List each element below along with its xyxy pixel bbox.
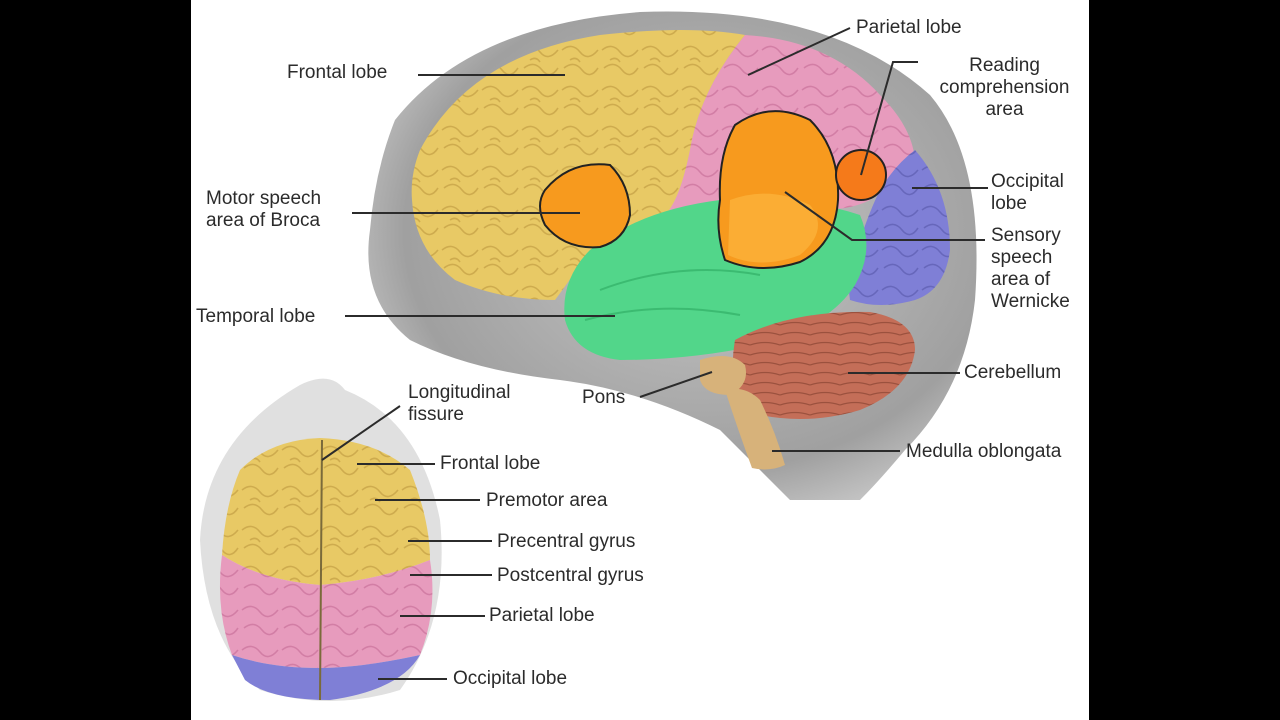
- label-broca-line-1: Motor speech: [206, 188, 322, 209]
- label-broca-area: Motor speech area of Broca: [206, 188, 321, 232]
- label-frontal-lobe: Frontal lobe: [287, 62, 388, 83]
- label-wernicke-line-1: Sensory: [991, 225, 1061, 246]
- label-precentral-gyrus: Precentral gyrus: [497, 531, 636, 552]
- label-wernicke-line-4: Wernicke: [991, 291, 1070, 312]
- label-parietal-lobe: Parietal lobe: [856, 17, 962, 38]
- broca-area-region: [539, 163, 632, 249]
- medulla-region: [725, 388, 785, 470]
- label-wernicke-area: Sensory speech area of Wernicke: [991, 225, 1070, 313]
- label-premotor-area: Premotor area: [486, 490, 608, 511]
- label-temporal-lobe: Temporal lobe: [196, 306, 316, 327]
- label-reading-line-1: Reading: [969, 55, 1040, 76]
- label-top-frontal-lobe: Frontal lobe: [440, 453, 541, 474]
- label-longitudinal-line-2: fissure: [408, 404, 464, 425]
- label-broca-line-2: area of Broca: [206, 210, 321, 231]
- label-medulla-oblongata: Medulla oblongata: [906, 441, 1062, 462]
- label-postcentral-gyrus: Postcentral gyrus: [497, 565, 644, 586]
- label-top-parietal-lobe: Parietal lobe: [489, 605, 595, 626]
- label-longitudinal-line-1: Longitudinal: [408, 382, 511, 403]
- label-reading-line-2: comprehension: [939, 77, 1070, 98]
- leader-lines: [321, 27, 988, 680]
- label-reading-line-3: area: [985, 99, 1024, 120]
- label-occipital-lobe: Occipital lobe: [991, 171, 1064, 215]
- label-longitudinal-fissure: Longitudinal fissure: [408, 382, 510, 426]
- label-cerebellum: Cerebellum: [964, 362, 1062, 383]
- label-occipital-line-1: Occipital: [991, 171, 1064, 192]
- label-pons: Pons: [582, 387, 626, 408]
- top-view-occipital-lobe: [232, 655, 420, 700]
- label-reading-comprehension-area: Reading comprehension area: [922, 55, 1087, 121]
- label-occipital-line-2: lobe: [991, 193, 1027, 214]
- pons-region: [700, 356, 746, 395]
- label-wernicke-line-2: speech: [991, 247, 1053, 268]
- label-wernicke-line-3: area of: [991, 269, 1051, 290]
- label-top-occipital-lobe: Occipital lobe: [453, 668, 568, 689]
